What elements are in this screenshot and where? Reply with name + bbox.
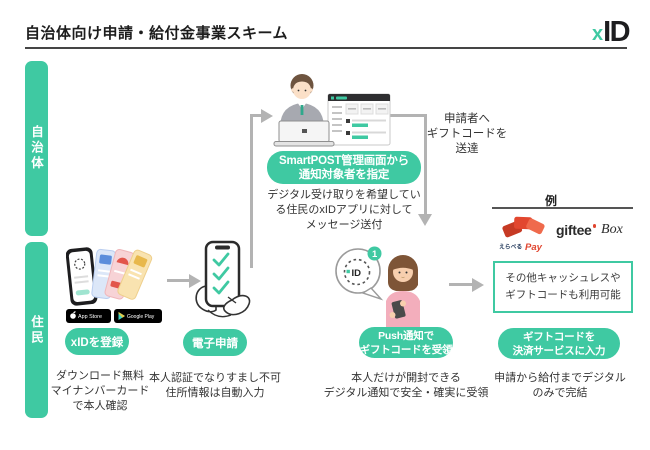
connector-apply-to-admin-horizontal [250,114,262,117]
bubble-id-label: ID [352,268,362,279]
app-store-badge: App Store [66,309,111,323]
receive-description: 本人だけが開封できる デジタル通知で安全・確実に受領 [323,372,489,399]
xid-app-illustration: App Store Google Play [66,247,162,323]
erabepay-logo: えらべる Pay [499,216,545,253]
arrowhead-register-to-apply [189,274,201,288]
xid-logo: x ID [592,16,631,48]
admin-illustration [273,74,391,147]
google-play-badge-label: Google Play [127,314,155,320]
arrowhead-into-notify [418,214,432,226]
check-icon [212,280,230,295]
giftee-box-suffix: Box [601,222,623,237]
receive-illustration: ID 1 [335,246,420,332]
smartpost-pill: SmartPOST管理画面から 通知対象者を指定 [267,151,421,184]
arrow-receive-to-redeem [449,282,473,286]
screen-list-rows [346,119,386,139]
smartpost-description: デジタル受け取りを希望してい る住民のxIDアプリに対して メッセージ送付 [267,189,421,231]
screen-stat-cards [345,103,389,115]
delivery-note: 申請者へ ギフトコードを 送達 [426,113,508,155]
register-description: ダウンロード無料 マイナンバーカード で本人確認 [50,370,150,412]
giftee-name: giftee [556,222,592,238]
connector-admin-to-notify-vertical [424,114,427,215]
receive-pill: Push通知で ギフトコードを受領 [359,327,453,358]
lane-resident-label: 住民 [29,314,43,346]
other-services-note: その他キャッシュレスや ギフトコードも利用可能 [493,261,633,313]
giftee-box-logo: giftee Box [556,222,623,238]
register-pill: xIDを登録 [65,328,129,355]
arrowhead-into-admin [261,108,273,123]
redeem-description: 申請から給付までデジタル のみで完結 [494,372,626,399]
check-icon [212,266,230,281]
connector-apply-to-admin-vertical [250,114,253,268]
title-underline [25,47,627,49]
notification-badge [367,246,382,261]
app-store-badge-label: App Store [78,314,102,320]
arrow-register-to-apply [167,278,190,282]
erabepay-name: えらべる [499,244,522,251]
erabepay-pay: Pay [525,242,543,253]
apply-illustration [195,240,251,318]
app-phone [66,247,98,306]
page-title: 自治体向け申請・給付金事業スキーム [25,25,289,42]
redeem-pill: ギフトコードを 決済サービスに入力 [498,328,620,359]
arrowhead-receive-to-redeem [472,278,484,292]
example-heading: 例 [544,194,558,208]
app-card-yellow [117,249,153,300]
connector-admin-to-notify-horizontal [387,114,427,117]
apply-description: 本人認証でなりすまし不可 住所情報は自動入力 [149,372,281,399]
google-play-badge: Google Play [114,309,162,323]
hand-right [223,294,251,316]
lane-municipality: 自治体 [25,61,48,236]
check-icon [212,252,230,267]
xid-logo-id: ID [603,16,631,48]
lane-municipality-label: 自治体 [29,125,43,172]
xid-push-bubble: ID 1 [335,246,384,301]
lane-resident: 住民 [25,242,48,418]
apply-pill: 電子申請 [183,329,247,356]
admin-screen [327,93,391,146]
notification-badge-count: 1 [372,249,378,260]
admin-person [273,74,335,147]
example-underline [492,207,633,209]
woman-figure [386,255,420,332]
xid-app-icon [343,258,371,286]
xid-logo-x: x [592,23,604,45]
giftee-dot-icon [592,224,597,228]
